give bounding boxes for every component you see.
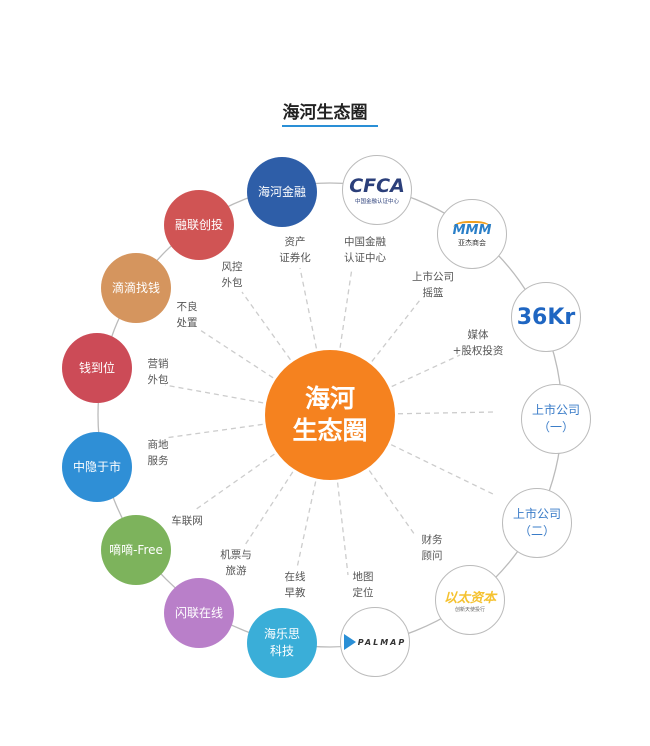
dashed-connector: [390, 444, 496, 496]
label-npl-disposal: 不良 处置: [176, 301, 198, 329]
yajie-logo: MMM: [452, 220, 492, 238]
node-palmap: PALMAP: [340, 607, 410, 677]
center-line2: 生态圈: [292, 416, 368, 445]
dashed-connector: [241, 291, 291, 361]
cfca-subtitle: 中国金融认证中心: [354, 199, 399, 205]
palmap-logo: PALMAP: [357, 637, 407, 647]
node-ronglian: 融联创投: [164, 190, 234, 260]
node-didi-free: 嘀嘀-Free: [101, 515, 171, 585]
node-didi-zhaoqian: 滴滴找钱: [101, 253, 171, 323]
label-ipo-cradle: 上市公司 摇篮: [412, 271, 454, 299]
node-label: 嘀嘀-Free: [109, 542, 163, 557]
palmap-triangle-icon: [343, 634, 356, 650]
node-listed-company-1: 上市公司 （一）: [521, 384, 591, 454]
dashed-connector: [199, 329, 274, 379]
dashed-connector: [299, 267, 318, 349]
label-risk-outsourcing: 风控 外包: [221, 261, 243, 289]
node-label: （一）: [537, 420, 574, 434]
label-marketing: 营销 外包: [147, 358, 169, 386]
36kr-logo: 36Kr: [516, 304, 576, 330]
center-node: 海河 生态圈: [265, 350, 395, 480]
label-cfca: 中国金融 认证中心: [344, 236, 386, 264]
label-map: 地图 定位: [352, 571, 374, 599]
node-label: （二）: [518, 524, 555, 538]
node-cfca: CFCA 中国金融认证中心: [342, 155, 412, 225]
title-underline: [282, 125, 378, 127]
node-yajie: MMM 亚杰商会: [437, 199, 507, 269]
node-label: 闪联在线: [174, 605, 223, 620]
node-zhongyin: 中隐于市: [62, 432, 132, 502]
node-haihe-finance: 海河金融: [247, 157, 317, 227]
node-yitai-capital: 以太资本 创新天使投行: [435, 565, 505, 635]
dashed-connector: [339, 267, 353, 348]
node-label: 上市公司: [512, 507, 561, 521]
dashed-connector: [164, 423, 263, 439]
node-qiandaowei: 钱到位: [62, 333, 132, 403]
dashed-connector: [244, 471, 294, 546]
dashed-connector: [296, 481, 317, 569]
node-label: 上市公司: [531, 403, 580, 417]
yajie-subtitle: 亚杰商会: [458, 238, 486, 247]
node-listed-company-2: 上市公司 （二）: [502, 488, 572, 558]
node-shanlian: 闪联在线: [164, 578, 234, 648]
label-iov: 车联网: [171, 515, 203, 527]
node-label: 中隐于市: [72, 459, 121, 474]
node-36kr: 36Kr: [511, 282, 581, 352]
dashed-connector: [397, 411, 496, 415]
label-early-edu: 在线 早教: [284, 571, 306, 599]
label-finance-advisor: 财务 顾问: [421, 534, 443, 562]
dashed-connector: [371, 299, 421, 362]
yitai-logo: 以太资本: [443, 591, 496, 606]
node-label: 滴滴找钱: [111, 280, 160, 295]
node-label: 钱到位: [78, 360, 115, 375]
dashed-connector: [391, 354, 461, 388]
dashed-connector: [164, 384, 264, 404]
center-line1: 海河: [304, 384, 355, 413]
node-label: 海河金融: [257, 184, 306, 199]
label-travel: 机票与 旅游: [220, 549, 252, 577]
label-media: 媒体 +股权投资: [452, 329, 504, 357]
dashed-connector: [194, 453, 275, 511]
node-hailesi: 海乐思 科技: [247, 608, 317, 678]
yitai-subtitle: 创新天使投行: [454, 607, 485, 613]
node-label: 海乐思 科技: [263, 627, 300, 658]
node-label: 融联创投: [174, 217, 223, 232]
label-local-services: 商地 服务: [147, 439, 169, 467]
page-title: 海河生态圈: [282, 103, 368, 123]
dashed-connector: [368, 470, 416, 536]
cfca-logo: CFCA: [349, 175, 405, 197]
label-securitization: 资产 证券化: [279, 236, 311, 264]
dashed-connector: [336, 482, 349, 576]
